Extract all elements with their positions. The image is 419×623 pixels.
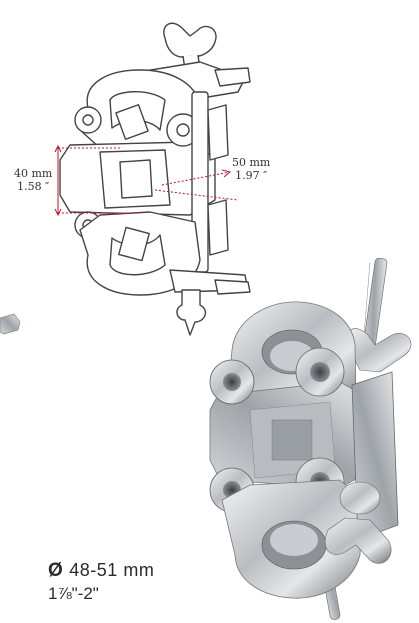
height-in: 1.58 ″ [17, 180, 50, 193]
clamp-line-drawing [59, 22, 251, 336]
height-dimension-label: 40 mm 1.58 ″ [14, 167, 52, 193]
wing-nut-top [163, 22, 217, 58]
height-dimension [54, 144, 140, 217]
height-mm: 40 mm [14, 167, 53, 180]
width-in: 1.97 ″ [235, 169, 268, 182]
diameter-mm: 48-51 mm [69, 560, 155, 580]
width-dimension-label: 50 mm 1.97 ″ [232, 156, 270, 182]
width-mm: 50 mm [232, 156, 271, 169]
wing-nut-bottom [176, 289, 207, 336]
diameter-in: 1⅞"-2" [48, 584, 99, 603]
diameter-symbol: Ø [48, 560, 64, 581]
wing-nut-lower-photo [324, 517, 392, 564]
partial-clamp-left-edge [0, 313, 21, 335]
width-dimension [154, 169, 239, 201]
clamp-photo-render [209, 257, 412, 620]
